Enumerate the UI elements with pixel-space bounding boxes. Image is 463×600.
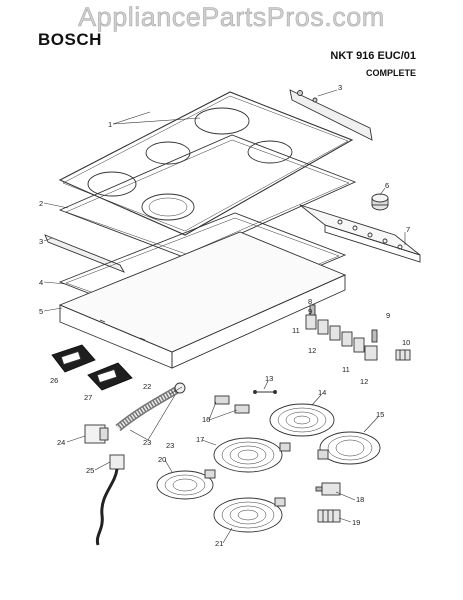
callout-23: 23: [143, 438, 151, 447]
callout-2: 2: [39, 199, 43, 208]
side-trim-strip: [44, 234, 126, 273]
burner-circle: [141, 193, 195, 221]
brand-label: BOSCH: [38, 30, 102, 49]
callout-6: 6: [385, 181, 389, 190]
callout-labels: 1 2 3 3 4 5 6 7 8 9 9 10 11 11 12 12 13 …: [39, 83, 410, 548]
temperature-sensor: [253, 390, 277, 394]
switch-group-upper: [305, 304, 365, 353]
diagram-subtitle: COMPLETE: [365, 68, 416, 78]
callout-14: 14: [318, 388, 326, 397]
use-care-booklet: [51, 344, 96, 373]
callout-21: 21: [215, 539, 223, 548]
callout-3: 3: [39, 237, 43, 246]
callout-13: 13: [265, 374, 273, 383]
heating-element-21: [213, 497, 286, 533]
callout-9: 9: [386, 311, 390, 320]
terminal-block: [395, 349, 411, 361]
callout-16: 16: [202, 415, 210, 424]
burner-circle: [247, 140, 293, 164]
callout-9: 9: [308, 307, 312, 316]
callout-25: 25: [86, 466, 94, 475]
housing-tray: [58, 231, 347, 369]
switch-group-lower: [364, 329, 378, 361]
callout-20: 20: [158, 455, 166, 464]
callout-18: 18: [356, 495, 364, 504]
callout-19: 19: [352, 518, 360, 527]
callout-27: 27: [84, 393, 92, 402]
callout-24: 24: [57, 438, 65, 447]
heating-element-20: [156, 469, 216, 500]
control-knob: [371, 193, 389, 211]
callout-23: 23: [166, 441, 174, 450]
flex-conduit: [115, 382, 186, 432]
callout-11: 11: [292, 326, 300, 335]
heating-element-15: [317, 431, 381, 465]
heating-element-17: [213, 437, 291, 473]
leader-lines: [43, 89, 406, 544]
callout-17: 17: [196, 435, 204, 444]
burner-circle: [87, 171, 137, 197]
watermark-logo: AppliancePartsPros.com: [78, 2, 385, 33]
callout-10: 10: [402, 338, 410, 347]
junction-box: [84, 424, 109, 444]
callout-1: 1: [108, 120, 112, 129]
rear-trim-strip: [289, 89, 373, 141]
heating-element-14: [269, 403, 335, 437]
callout-5: 5: [39, 307, 43, 316]
callout-3: 3: [338, 83, 342, 92]
callout-22: 22: [143, 382, 151, 391]
burner-circle: [145, 141, 191, 165]
callout-4: 4: [39, 278, 43, 287]
installation-booklet: [87, 362, 133, 391]
callout-12: 12: [308, 346, 316, 355]
callout-26: 26: [50, 376, 58, 385]
callout-11: 11: [342, 365, 350, 374]
callout-12: 12: [360, 377, 368, 386]
burner-circle: [194, 107, 250, 135]
callout-15: 15: [376, 410, 384, 419]
connector-18: [315, 482, 341, 496]
limiter-clip-pair: [214, 395, 250, 414]
control-strip: [299, 204, 421, 263]
gasket-frame: [58, 134, 357, 259]
model-number: NKT 916 EUC/01: [330, 50, 416, 62]
connector-19: [317, 509, 341, 523]
power-cord: [95, 454, 125, 546]
callout-8: 8: [308, 297, 312, 306]
callout-7: 7: [406, 225, 410, 234]
glass-cooktop: [58, 91, 354, 236]
